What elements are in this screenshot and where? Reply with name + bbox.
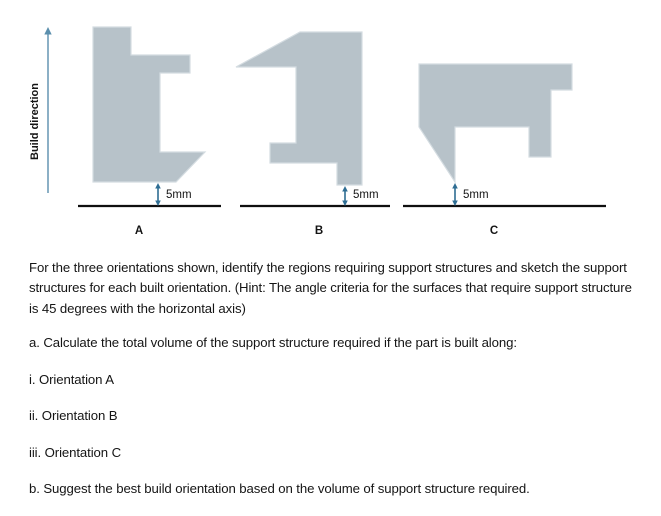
question-a: a. Calculate the total volume of the sup…: [29, 335, 517, 351]
dimension-c: 5mm: [452, 183, 489, 206]
orientation-a-group: 5mm A: [78, 26, 221, 237]
dimension-a-arrowhead-down-icon: [155, 200, 161, 206]
question-a-item-ii: ii. Orientation B: [29, 408, 118, 424]
dimension-a-label: 5mm: [166, 189, 192, 201]
part-shape-c: [418, 63, 573, 185]
orientation-label-b: B: [315, 225, 323, 237]
part-shape-a: [92, 26, 207, 183]
dimension-b-arrowhead-down-icon: [342, 200, 348, 206]
part-shape-b: [235, 31, 363, 186]
build-direction-label: Build direction: [29, 83, 41, 160]
orientation-label-c: C: [490, 225, 498, 237]
orientation-c-group: 5mm C: [403, 63, 606, 237]
dimension-b: 5mm: [342, 186, 379, 206]
question-text-block: For the three orientations shown, identi…: [29, 258, 634, 516]
figure-area: Build direction 5mm A: [0, 0, 661, 250]
dimension-c-arrowhead-up-icon: [452, 183, 458, 189]
dimension-a: 5mm: [155, 183, 192, 206]
question-a-item-i: i. Orientation A: [29, 371, 114, 387]
dimension-c-label: 5mm: [463, 189, 489, 201]
orientation-label-a: A: [135, 225, 143, 237]
orientations-figure: Build direction 5mm A: [29, 26, 606, 237]
dimension-b-arrowhead-up-icon: [342, 186, 348, 192]
dimension-c-arrowhead-down-icon: [452, 200, 458, 206]
question-intro: For the three orientations shown, identi…: [29, 260, 632, 316]
dimension-b-label: 5mm: [353, 189, 379, 201]
build-direction-axis: Build direction: [29, 27, 52, 193]
question-a-item-iii: iii. Orientation C: [29, 444, 122, 460]
question-b: b. Suggest the best build orientation ba…: [29, 481, 530, 497]
dimension-a-arrowhead-up-icon: [155, 183, 161, 189]
build-direction-arrowhead-icon: [44, 27, 52, 35]
orientation-b-group: 5mm B: [235, 31, 390, 237]
